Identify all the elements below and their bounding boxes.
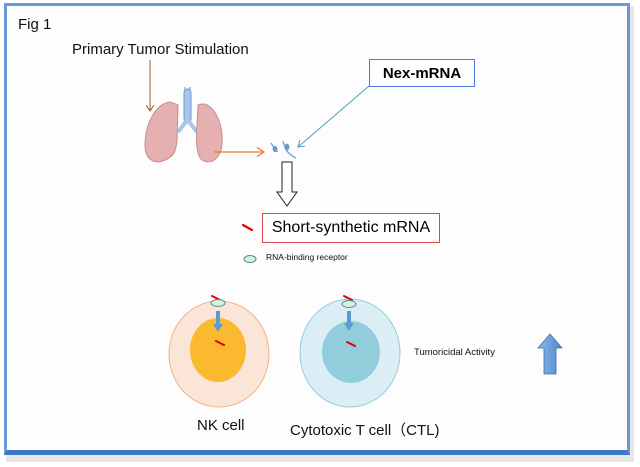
nex-mrna-arrow <box>298 85 370 147</box>
hollow-down-arrow <box>276 161 298 207</box>
tumoricidal-up-arrow-icon <box>537 333 563 375</box>
ctl-cell-label: Cytotoxic T cell（CTL) <box>290 422 440 439</box>
figure-label: Fig 1 <box>18 16 52 33</box>
nk-cell <box>168 295 270 408</box>
nex-mrna-label: Nex-mRNA <box>382 64 462 82</box>
nk-cell-label: NK cell <box>197 417 245 434</box>
receptor-legend-icon <box>243 255 257 263</box>
short-synthetic-mrna-label: Short-synthetic mRNA <box>271 219 431 236</box>
rna-binding-receptor-label: RNA-binding receptor <box>266 252 348 262</box>
short-synthetic-mrna-box: Short-synthetic mRNA <box>262 213 440 243</box>
nex-mrna-box: Nex-mRNA <box>369 59 475 87</box>
lungs-icon <box>144 87 223 163</box>
primary-tumor-stimulation-label: Primary Tumor Stimulation <box>72 41 249 58</box>
tumoricidal-activity-label: Tumoricidal Activity <box>414 347 495 358</box>
ctl-cell <box>299 295 401 408</box>
nex-mrna-icon <box>270 140 297 159</box>
mrna-legend-icon <box>241 223 254 232</box>
